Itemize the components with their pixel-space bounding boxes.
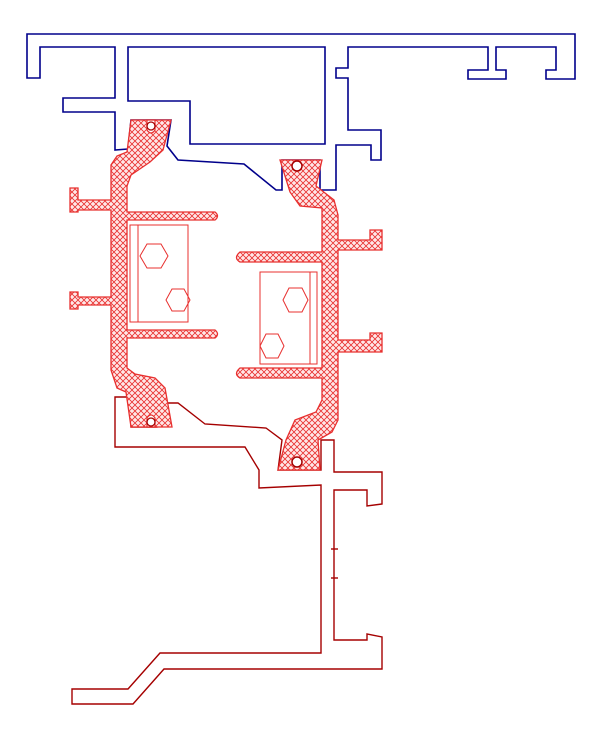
hex-fastener-icon [282, 287, 309, 313]
upper-frame-profile [26, 33, 576, 191]
hex-fastener-icon [139, 243, 169, 269]
left-fastener-frame [129, 224, 189, 323]
right-top-hole [291, 160, 303, 172]
hex-fastener-icon [259, 333, 285, 359]
right-fastener-box [259, 271, 318, 365]
upper-profile-inner-chamber [127, 46, 326, 145]
lower-profile-outline [71, 396, 383, 705]
thermal-break-left-strip [69, 119, 219, 428]
hex-fastener-icon [165, 288, 191, 312]
upper-profile-outline [26, 33, 576, 191]
thermal-break-right-strip [235, 159, 383, 471]
left-fastener-box [129, 224, 191, 323]
lower-frame-profile [71, 396, 383, 705]
left-bottom-hole [146, 417, 156, 427]
left-top-hole [146, 121, 156, 131]
right-bottom-hole [291, 456, 303, 468]
right-fastener-frame [259, 271, 318, 365]
